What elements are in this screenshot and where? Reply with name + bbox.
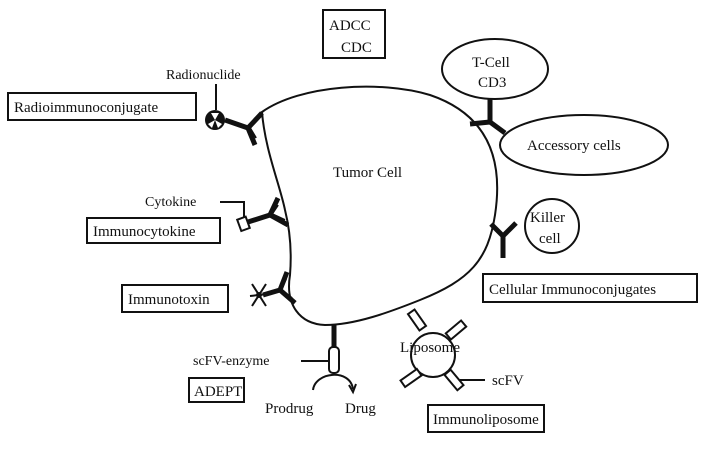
accessory-cells-label: Accessory cells: [527, 138, 621, 154]
cellular-immunoconjugates-label: Cellular Immunoconjugates: [489, 282, 656, 298]
scfv-icons: [399, 308, 468, 392]
scfv-label: scFV: [492, 373, 524, 389]
immunocytokine-group: Immunocytokine Cytokine: [86, 195, 290, 244]
antibody-icon: [262, 271, 297, 305]
accessory-cells-ellipse: [499, 114, 669, 176]
immunoliposome-group: Liposome scFV Immunoliposome: [399, 308, 545, 433]
t-cell-group: T-Cell CD3 Accessory cells: [441, 38, 669, 176]
cell-label: cell: [539, 231, 561, 247]
antibody-icon: [489, 221, 518, 258]
radioimmunoconjugate-group: Radioimmunoconjugate Radionuclide: [7, 68, 264, 146]
immunotoxin-label: Immunotoxin: [128, 292, 210, 308]
radionuclide-label: Radionuclide: [166, 68, 241, 83]
cytokine-label: Cytokine: [145, 195, 196, 210]
killer-cell-circle: [524, 198, 580, 254]
tumor-cell-outline: [260, 85, 499, 327]
adcc-label: ADCC: [329, 18, 371, 34]
immunoliposome-label: Immunoliposome: [433, 412, 539, 428]
bispecific-antibody-icon: [469, 99, 507, 136]
immunocytokine-label: Immunocytokine: [93, 224, 196, 240]
antibody-icon: [247, 196, 290, 228]
adept-group: ADEPT scFV-enzyme Prodrug Drug: [188, 325, 376, 417]
t-cell-ellipse: [441, 38, 549, 100]
adept-label: ADEPT: [194, 384, 242, 400]
t-cell-label: T-Cell: [472, 55, 510, 71]
prodrug-arrow: [312, 373, 354, 391]
liposome-icon: [410, 332, 456, 378]
tumor-cell-label: Tumor Cell: [333, 165, 402, 181]
killer-label: Killer: [530, 210, 565, 226]
adcc-cdc-box: ADCC CDC: [322, 9, 386, 59]
prodrug-label: Prodrug: [265, 401, 314, 417]
cd3-label: CD3: [478, 75, 506, 91]
immunotoxin-group: Immunotoxin: [121, 271, 297, 313]
radioimmunoconjugate-label: Radioimmunoconjugate: [14, 100, 158, 116]
killer-cell-group: Killer cell Cellular Immunoconjugates: [482, 198, 698, 303]
cytokine-icon: [235, 215, 252, 233]
scfv-enzyme-icon: [328, 346, 340, 374]
liposome-label: Liposome: [400, 340, 460, 356]
antibody-icon: [224, 111, 264, 146]
drug-label: Drug: [345, 401, 376, 417]
scfv-enzyme-label: scFV-enzyme: [193, 354, 269, 369]
cdc-label: CDC: [341, 40, 372, 56]
